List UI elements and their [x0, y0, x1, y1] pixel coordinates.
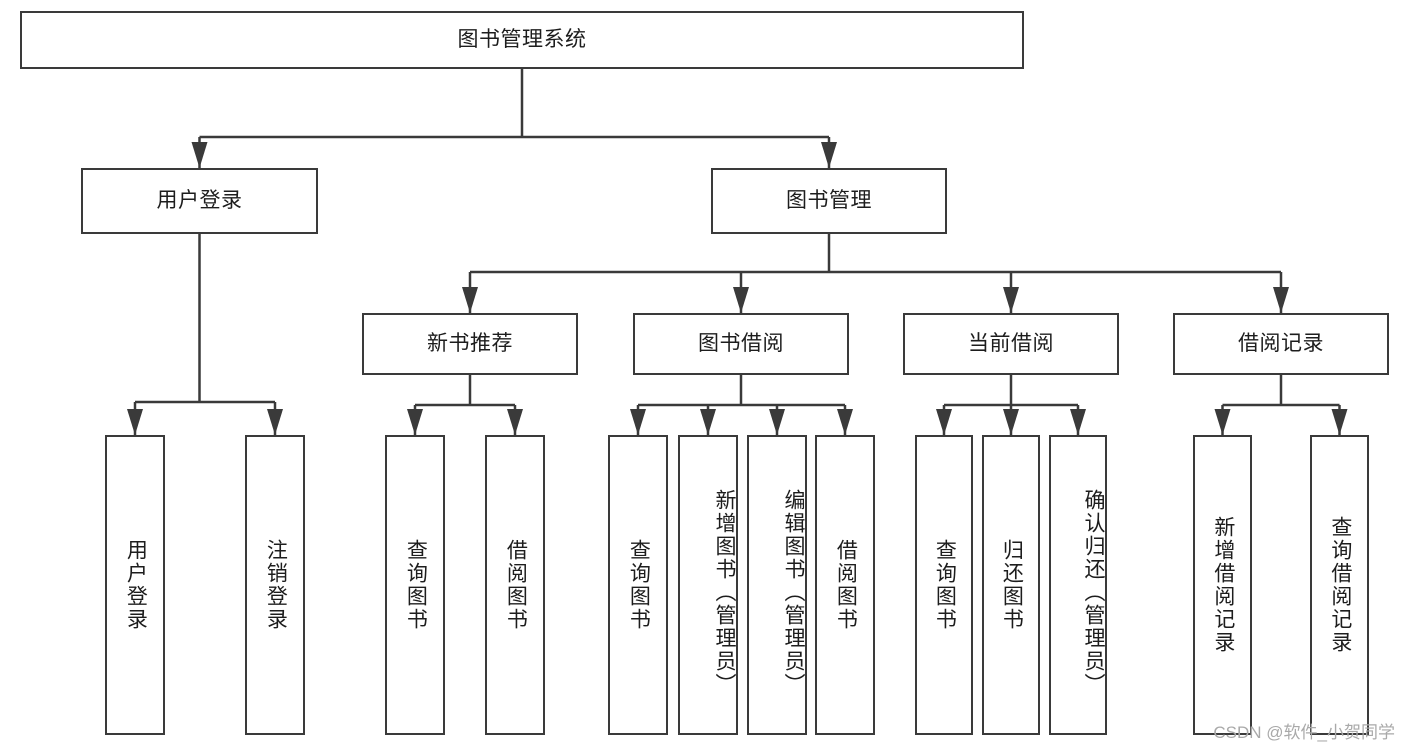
arrowhead-icon: [1003, 287, 1019, 313]
node-leaf-bb-add[interactable]: 新增图书（管理员）: [678, 435, 738, 735]
arrowhead-icon: [462, 287, 478, 313]
node-leaf-bb-query[interactable]: 查询图书: [608, 435, 668, 735]
node-new-book-rec[interactable]: 新书推荐: [362, 313, 578, 375]
node-current-borrow[interactable]: 当前借阅: [903, 313, 1119, 375]
node-label: 借阅图书: [834, 539, 858, 631]
node-leaf-cb-return[interactable]: 归还图书: [982, 435, 1040, 735]
arrowhead-icon: [700, 409, 716, 435]
arrowhead-icon: [1003, 409, 1019, 435]
node-leaf-bb-edit[interactable]: 编辑图书（管理员）: [747, 435, 807, 735]
arrowhead-icon: [936, 409, 952, 435]
arrowhead-icon: [1331, 409, 1348, 435]
node-leaf-bb-borrow[interactable]: 借阅图书: [815, 435, 875, 735]
node-label: 查询图书: [404, 539, 428, 631]
node-label: 当前借阅: [968, 331, 1054, 355]
node-leaf-cb-query[interactable]: 查询图书: [915, 435, 973, 735]
node-root[interactable]: 图书管理系统: [20, 11, 1024, 69]
node-label: 注销登录: [264, 539, 288, 631]
node-label: 图书借阅: [698, 331, 784, 355]
arrowhead-icon: [507, 409, 523, 435]
node-label: 查询借阅记录: [1328, 516, 1352, 654]
node-label: 确认归还（管理员）: [1082, 488, 1105, 696]
node-borrow-record[interactable]: 借阅记录: [1173, 313, 1389, 375]
node-label: 图书管理: [786, 188, 872, 212]
node-book-borrow[interactable]: 图书借阅: [633, 313, 849, 375]
node-label: 用户登录: [156, 188, 243, 212]
node-label: 借阅记录: [1238, 331, 1324, 355]
node-label: 查询图书: [627, 539, 651, 631]
arrowhead-icon: [1070, 409, 1086, 435]
arrowhead-icon: [1214, 409, 1231, 435]
arrowhead-icon: [821, 142, 837, 168]
node-leaf-br-query[interactable]: 查询借阅记录: [1310, 435, 1369, 735]
node-leaf-rec-query[interactable]: 查询图书: [385, 435, 445, 735]
node-label: 用户登录: [124, 539, 148, 631]
node-user-login[interactable]: 用户登录: [81, 168, 318, 234]
node-label: 新书推荐: [427, 331, 513, 355]
node-label: 图书管理系统: [457, 27, 587, 51]
node-leaf-rec-borrow[interactable]: 借阅图书: [485, 435, 545, 735]
arrowhead-icon: [407, 409, 423, 435]
node-book-mgmt[interactable]: 图书管理: [711, 168, 947, 234]
arrowhead-icon: [837, 409, 853, 435]
arrowhead-icon: [733, 287, 749, 313]
node-label: 借阅图书: [504, 539, 528, 631]
arrowhead-icon: [769, 409, 785, 435]
arrowhead-icon: [191, 142, 208, 168]
node-label: 查询图书: [933, 539, 957, 631]
node-leaf-user-logout[interactable]: 注销登录: [245, 435, 305, 735]
arrowhead-icon: [127, 409, 143, 435]
node-label: 归还图书: [1000, 539, 1024, 631]
arrowhead-icon: [267, 409, 283, 435]
node-leaf-user-login[interactable]: 用户登录: [105, 435, 165, 735]
node-leaf-br-add[interactable]: 新增借阅记录: [1193, 435, 1252, 735]
node-label: 新增借阅记录: [1211, 516, 1235, 654]
node-leaf-cb-confirm[interactable]: 确认归还（管理员）: [1049, 435, 1107, 735]
arrowhead-icon: [1273, 287, 1289, 313]
node-label: 新增图书（管理员）: [713, 488, 736, 696]
watermark-label: CSDN @软件_小贺同学: [1213, 723, 1395, 742]
node-label: 编辑图书（管理员）: [782, 488, 805, 696]
arrowhead-icon: [630, 409, 646, 435]
